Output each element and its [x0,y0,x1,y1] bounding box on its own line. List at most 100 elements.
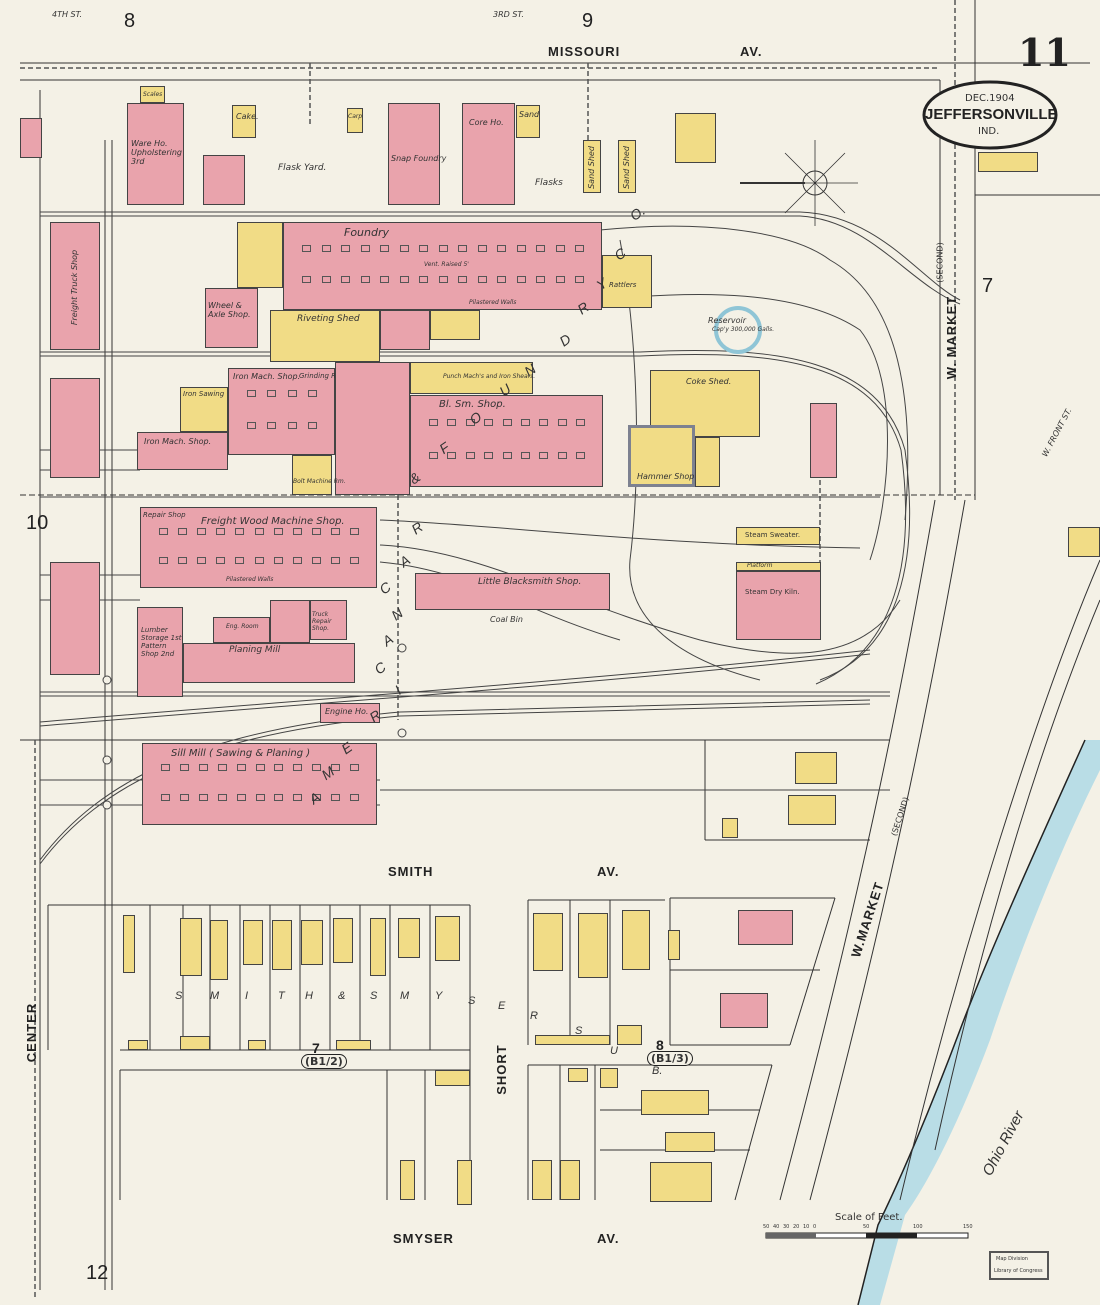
building-dwelling-brick [720,993,768,1028]
street-center: CENTER [24,1002,40,1063]
building-dwelling [248,1040,266,1050]
skylight [520,451,530,459]
building-dwelling [617,1025,642,1045]
building-bolt-machine-room: Bolt Machine Rm. [292,455,346,495]
coal-bin-label: Coal Bin [490,615,523,624]
building-dwelling [210,920,228,980]
building-core-house: Core Ho. [462,103,515,205]
skylight [360,276,370,284]
skylight [465,451,475,459]
scale-title: Scale of Feet. [835,1212,903,1223]
skylight [576,451,585,459]
building-dwelling [1068,527,1100,557]
subdivision-letter: M [210,990,220,1002]
building-truck-repair-shop: Truck Repair Shop. [310,600,347,640]
flask-yard-label: Flask Yard. [278,163,327,173]
subdivision-letter: S [370,990,378,1002]
skylight [350,556,359,564]
skylight [497,244,506,252]
skylight [429,451,438,459]
building-dwelling [333,918,353,963]
skylight [360,244,370,252]
building-outbuilding [722,818,738,838]
building-dwelling [600,1068,618,1088]
street-short: SHORT [493,1044,509,1095]
block-8-label: (B1/3) [647,1051,693,1066]
stamp-line-2: Library of Congress [994,1268,1043,1274]
library-stamp [989,1251,1049,1280]
building-boiler-house [270,600,310,643]
skylight [161,793,170,801]
skylight [247,421,256,429]
building-steam-dry-kiln: Steam Dry Kiln. [736,571,821,640]
skylight [197,527,207,535]
block-7-number: 7 [312,1040,321,1056]
building-dwelling [788,795,836,825]
skylight [274,793,284,801]
skylight [331,793,341,801]
building-freight-truck-shop: Freight Truck Shop [50,222,100,350]
skylight [302,244,311,252]
subdivision-letter: H [305,990,313,1002]
scale-tick-label: 0 [813,1224,817,1230]
street-smith: SMITH [388,864,434,879]
adjacent-sheet-9[interactable]: 9 [582,10,594,32]
skylight [419,276,428,284]
building-ware-house: Ware Ho. Upholstering 3rd [127,103,184,205]
north-arrow-compass [740,140,858,226]
building-sand: Sand [516,105,540,138]
scale-tick-label: 10 [803,1224,810,1230]
skylight [311,527,321,535]
adjacent-sheet-12[interactable]: 12 [86,1262,109,1284]
building-rattlers: Rattlers [602,255,652,308]
skylight [419,244,428,252]
building-shed [237,222,283,288]
skylight [178,556,188,564]
skylight [311,556,321,564]
skylight [555,276,565,284]
skylight [447,451,457,459]
skylight [254,556,264,564]
building-dwelling [435,916,460,961]
building-shed [675,113,716,163]
skylight [516,244,526,252]
adjacent-sheet-7[interactable]: 7 [982,275,994,297]
building-dwelling-brick [738,910,793,945]
skylight [380,276,389,284]
skylight [236,764,246,771]
shoreline [857,739,1086,1305]
building-little-blacksmith-shop: Little Blacksmith Shop. [415,573,610,610]
building-dwelling [641,1090,709,1115]
building-dwelling [123,915,135,973]
building-sill-mill: Sill Mill ( Sawing & Planing ) [142,743,377,825]
building-blacksmith-annex [335,362,410,495]
skylight [341,276,350,284]
ohio-river [858,740,1100,1305]
skylight [179,793,189,801]
skylight [502,418,512,426]
skylight [292,556,302,564]
city-name: JEFFERSONVILLE [925,106,1058,123]
skylight [516,276,526,284]
building-iron-sawing: Iron Sawing [180,387,228,432]
skylight [159,556,168,564]
skylight [197,556,207,564]
skylight [576,418,585,426]
skylight [159,527,168,535]
building [380,310,430,350]
building-dwelling [128,1040,148,1050]
skylight [539,418,549,426]
adjacent-sheet-8[interactable]: 8 [124,10,136,32]
building-dwelling [272,920,292,970]
skylight [255,764,265,771]
skylight [308,421,317,429]
building-dwelling [301,920,323,965]
skylight [292,527,302,535]
adjacent-sheet-10[interactable]: 10 [26,512,49,534]
skylight [312,793,322,801]
skylight [330,556,340,564]
subdivision-letter: Y [435,990,443,1002]
building-dwelling [568,1068,588,1082]
building-snap-foundry: Snap Foundry [388,103,446,205]
